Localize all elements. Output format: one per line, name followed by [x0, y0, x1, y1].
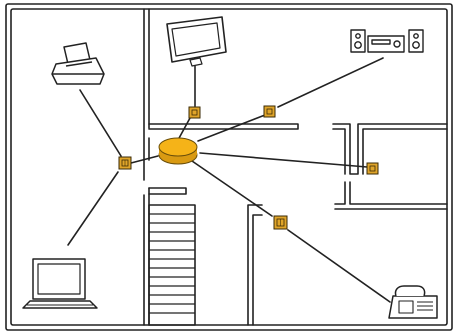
staircase: [148, 204, 196, 326]
outer-wall: [5, 3, 453, 331]
link-stereo: [277, 57, 384, 108]
wall-left-column: [143, 8, 150, 326]
adapter-stereo: [263, 105, 276, 118]
wall-middle-lower: [148, 187, 187, 195]
phone-fax-icon: [388, 285, 438, 319]
wall-right-lower: [334, 181, 448, 210]
staircase-steps: [149, 213, 195, 314]
powerline-adapter-icon: [118, 156, 132, 170]
network-links: [67, 57, 391, 303]
link-phone: [287, 229, 391, 303]
link-hub-stereo-adapter: [197, 114, 266, 142]
computer-icon: [22, 258, 98, 309]
wall-top-room: [148, 123, 299, 130]
wall-right-upper: [332, 123, 448, 175]
powerline-adapter-icon: [366, 162, 379, 175]
adapter-tv: [188, 106, 201, 119]
powerline-adapter-icon: [273, 215, 288, 230]
stereo-icon: [350, 29, 424, 53]
wall-bottom-right-room: [247, 204, 263, 326]
adapter-bottom: [273, 215, 288, 230]
powerline-adapter-icon: [263, 105, 276, 118]
powerline-adapter-icon: [188, 106, 201, 119]
adapter-left: [118, 156, 132, 170]
floor-plan: [5, 3, 453, 331]
link-computer: [67, 171, 119, 246]
printer-icon: [51, 42, 105, 85]
inner-wall: [10, 8, 448, 326]
link-hub-left-adapter: [130, 155, 159, 164]
link-hub-tv-adapter: [177, 117, 191, 141]
link-hub-bottom-adapter: [191, 160, 273, 217]
adapter-right: [366, 162, 379, 175]
router-hub-icon: [158, 137, 198, 165]
tv-icon: [166, 16, 227, 67]
link-printer: [79, 89, 122, 157]
link-hub-right-adapter: [199, 152, 368, 168]
